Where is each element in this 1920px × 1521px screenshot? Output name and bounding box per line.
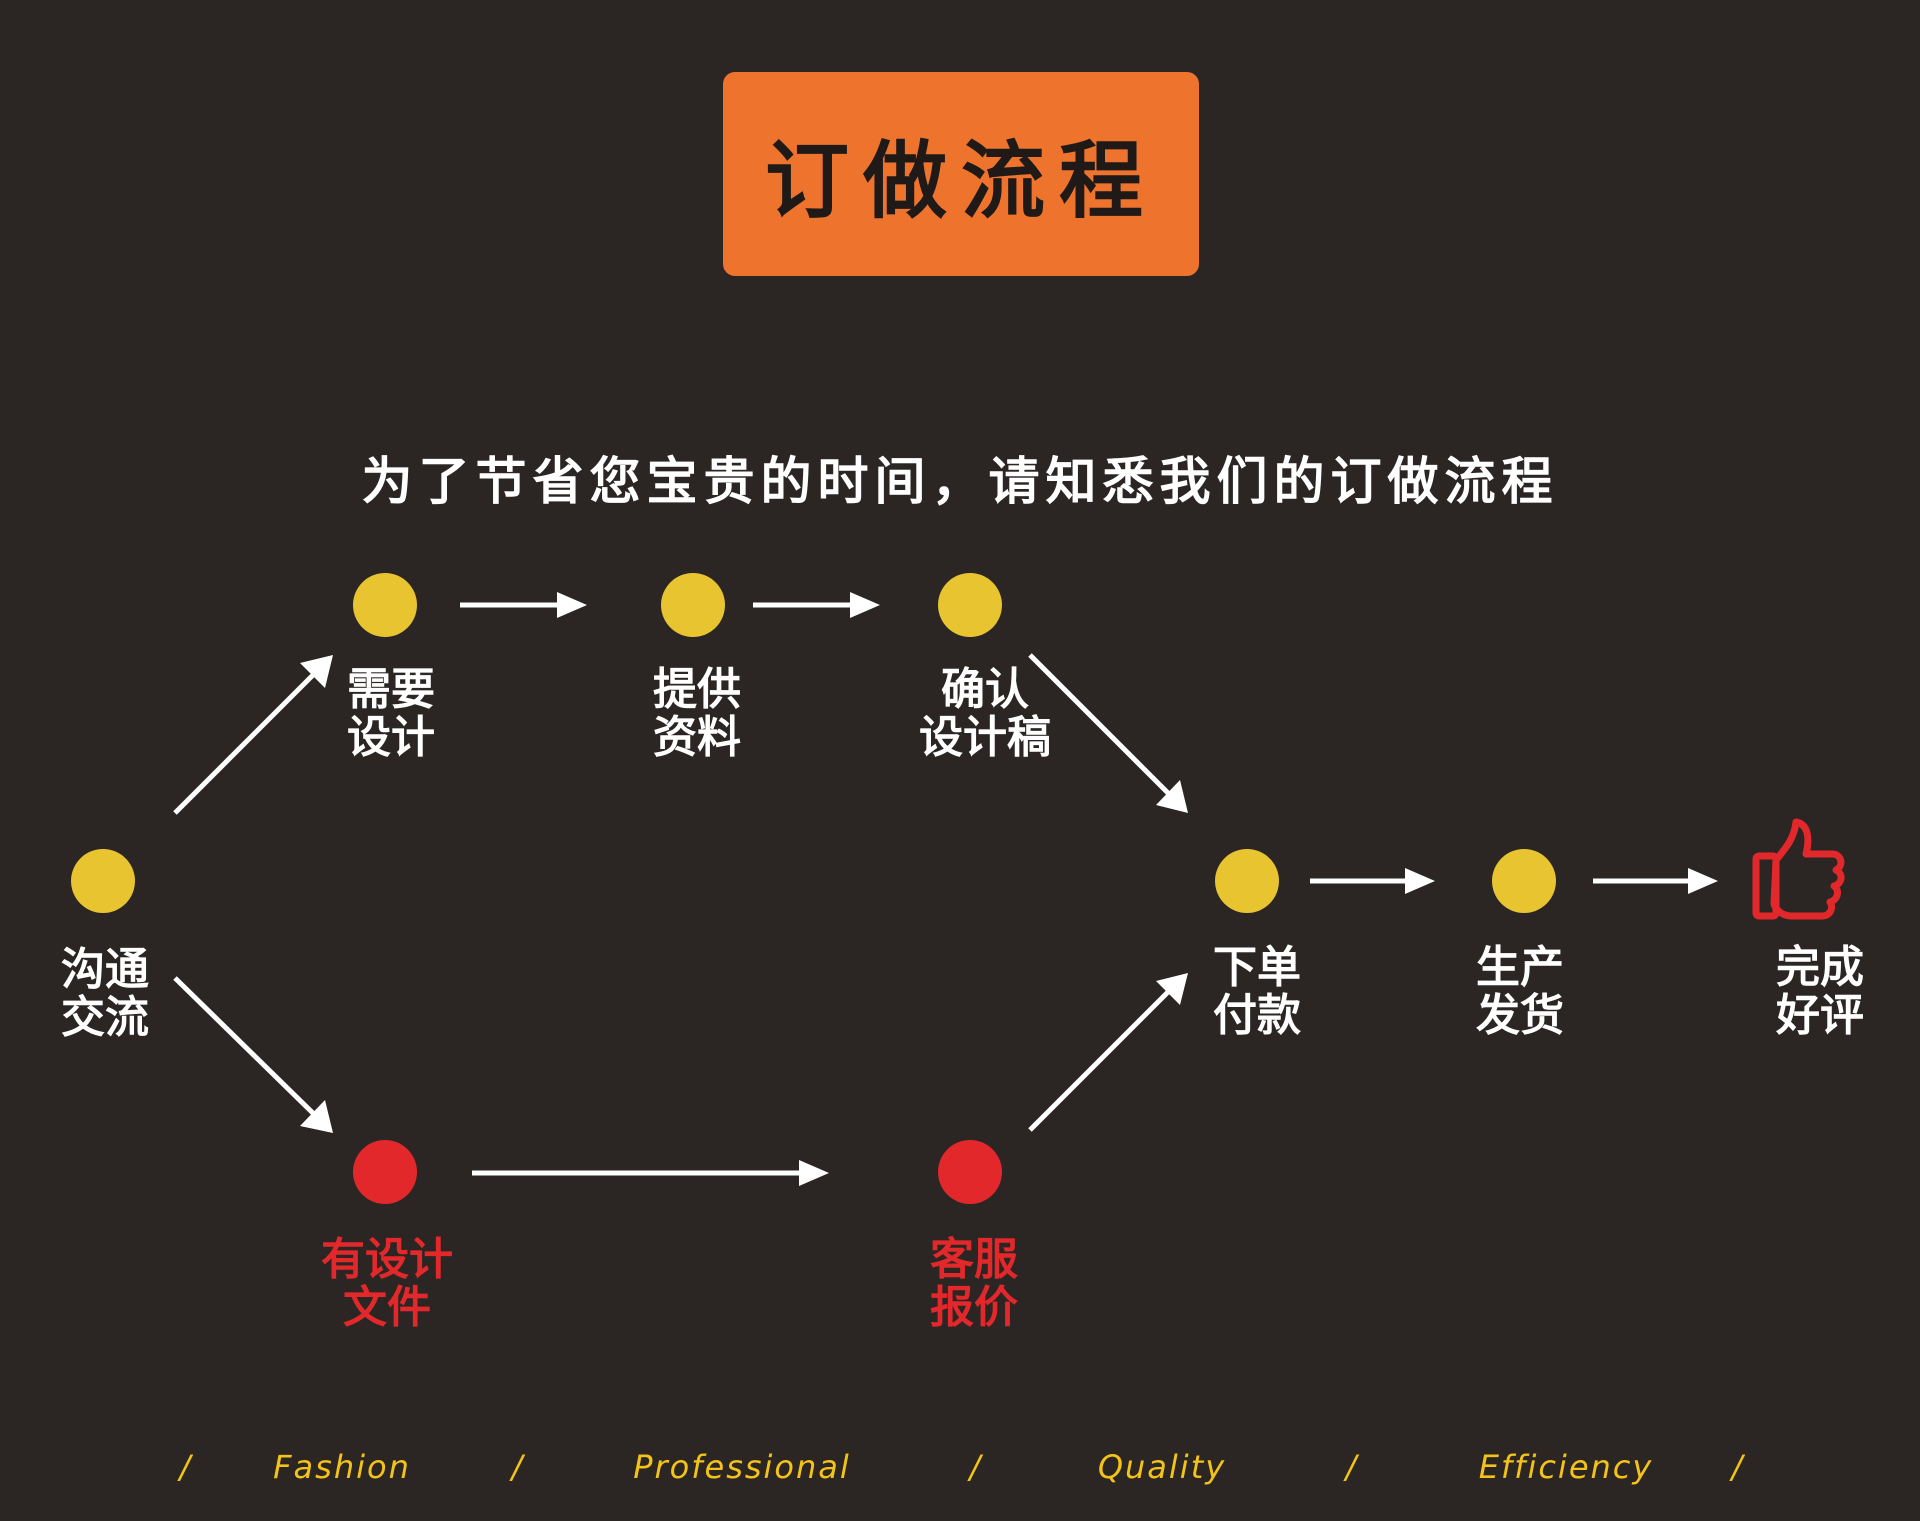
label-need-design: 需要 设计 xyxy=(347,664,435,763)
footer-separator: / xyxy=(1345,1448,1359,1486)
arrowhead-4 xyxy=(1156,780,1188,813)
footer-item-fashion: Fashion xyxy=(273,1448,411,1486)
arrowhead-1 xyxy=(300,655,333,688)
footer-item-quality: Quality xyxy=(1097,1448,1227,1486)
arrow-communicate-to-need-design xyxy=(173,666,322,815)
arrowhead-6 xyxy=(1688,868,1718,894)
node-dot-order-pay xyxy=(1215,849,1279,913)
title-banner: 订做流程 xyxy=(723,72,1199,276)
thumbs-up-icon xyxy=(1752,818,1845,920)
footer-tagline: / Fashion / Professional / Quality / Eff… xyxy=(0,1448,1920,1498)
footer-item-professional: Professional xyxy=(633,1448,851,1486)
subtitle: 为了节省您宝贵的时间，请知悉我们的订做流程 xyxy=(361,453,1559,512)
arrowhead-7 xyxy=(300,1100,333,1133)
node-dot-produce-ship xyxy=(1492,849,1556,913)
label-has-design-file: 有设计 文件 xyxy=(321,1234,453,1333)
arrow-quote-to-order xyxy=(1028,988,1172,1132)
arrowhead-8 xyxy=(799,1160,829,1186)
node-dot-confirm-draft xyxy=(938,573,1002,637)
node-dot-communicate xyxy=(71,849,135,913)
label-produce-ship: 生产 发货 xyxy=(1476,942,1564,1041)
arrow-communicate-to-has-design xyxy=(173,976,322,1122)
arrowhead-5 xyxy=(1405,868,1435,894)
footer-item-efficiency: Efficiency xyxy=(1478,1448,1654,1486)
arrowhead-3 xyxy=(850,592,880,618)
footer-separator: / xyxy=(1731,1448,1745,1486)
label-confirm-draft: 确认 设计稿 xyxy=(919,664,1051,763)
footer-separator: / xyxy=(511,1448,525,1486)
arrowhead-2 xyxy=(557,592,587,618)
label-order-pay: 下单 付款 xyxy=(1213,942,1301,1041)
label-communicate: 沟通 交流 xyxy=(61,944,149,1043)
page-title: 订做流程 xyxy=(764,131,1157,230)
footer-separator: / xyxy=(179,1448,193,1486)
node-dot-need-design xyxy=(353,573,417,637)
footer-separator: / xyxy=(969,1448,983,1486)
arrowhead-9 xyxy=(1156,973,1188,1005)
node-dot-provide-materials xyxy=(661,573,725,637)
arrow-confirm-to-order xyxy=(1028,653,1172,797)
node-dot-has-design-file xyxy=(353,1140,417,1204)
label-provide-materials: 提供 资料 xyxy=(653,664,741,763)
label-complete-review: 完成 好评 xyxy=(1776,942,1864,1041)
node-dot-service-quote xyxy=(938,1140,1002,1204)
label-service-quote: 客服 报价 xyxy=(930,1234,1018,1333)
